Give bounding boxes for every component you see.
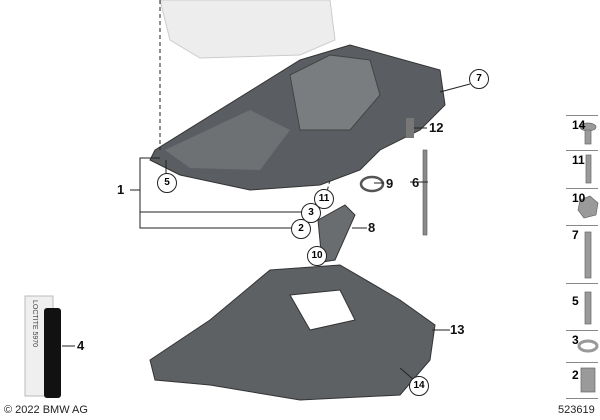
parts-list-label: 11 (572, 153, 585, 167)
callout-2: 2 (291, 219, 311, 239)
callout-9: 9 (386, 176, 394, 191)
callout-13: 13 (450, 322, 465, 337)
o-ring (359, 175, 385, 193)
product-label-art: LOCTITE 5970 (31, 300, 38, 347)
callout-5: 5 (157, 173, 177, 193)
callout-7: 7 (469, 69, 489, 89)
callout-12: 12 (429, 120, 444, 135)
callout-8: 8 (368, 220, 376, 235)
parts-row-divider (566, 115, 598, 116)
parts-list-label: 3 (572, 333, 579, 347)
diagram-number: 523619 (558, 404, 595, 416)
parts-row-divider (566, 188, 598, 189)
bolt (422, 149, 428, 236)
parts-row-divider (566, 150, 598, 151)
callout-4: 4 (77, 338, 85, 353)
callout-1: 1 (117, 182, 125, 197)
small-parts (577, 122, 599, 393)
callout-11: 11 (314, 189, 334, 209)
sensor (406, 118, 414, 138)
parts-list-label: 14 (572, 118, 586, 132)
parts-list-label: 5 (572, 294, 579, 308)
copyright: © 2022 BMW AG (4, 404, 88, 416)
callout-14: 14 (409, 376, 429, 396)
engine-block (159, 0, 336, 59)
parts-list-label: 2 (572, 368, 579, 382)
callout-3: 3 (301, 203, 321, 223)
parts-row-divider (566, 225, 598, 226)
parts-list-label: 7 (572, 228, 579, 242)
parts-row-divider (566, 330, 598, 331)
parts-row-divider (566, 398, 598, 399)
lower-oil-pan (149, 264, 436, 401)
parts-row-divider (566, 362, 598, 363)
parts-row-divider (566, 283, 598, 284)
callout-6: 6 (412, 175, 420, 190)
callout-10: 10 (307, 246, 327, 266)
parts-list-label: 10 (572, 191, 586, 205)
